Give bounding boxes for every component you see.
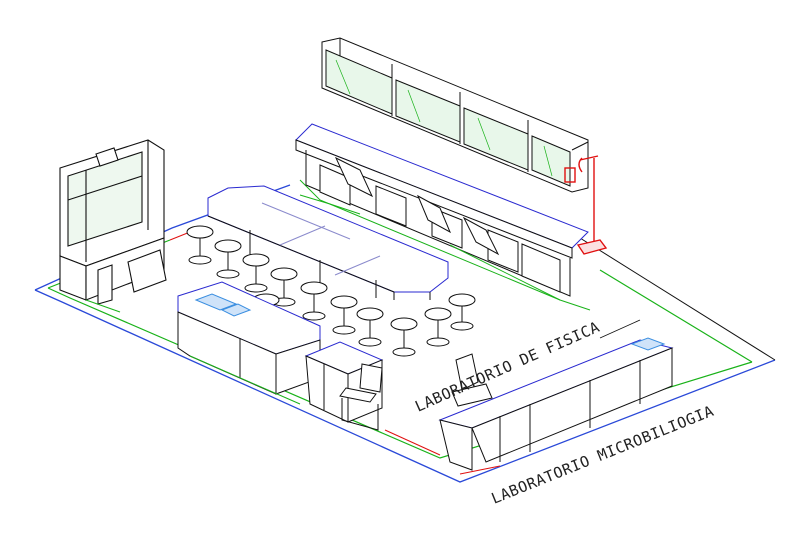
chair-icon (339, 363, 383, 431)
front-counter (438, 337, 674, 475)
stools (186, 225, 476, 357)
eyewash-shower-icon (564, 155, 608, 255)
upper-wall-cabinets (321, 37, 589, 193)
fume-hood-icon (59, 139, 167, 313)
stool-icon (214, 239, 242, 279)
back-wall-counter (295, 123, 589, 301)
stool-icon (448, 293, 476, 331)
sink-icon (630, 337, 666, 351)
island-table (207, 185, 449, 300)
stool-icon (186, 225, 214, 265)
stool-icon (300, 281, 328, 321)
sink-counter (177, 281, 321, 405)
stool-icon (242, 253, 270, 293)
stool-icon (390, 317, 418, 357)
stool-icon (356, 307, 384, 347)
sink-icon (194, 293, 252, 317)
chair-icon (451, 353, 493, 407)
stool-icon (330, 295, 358, 335)
stool-icon (424, 307, 452, 347)
